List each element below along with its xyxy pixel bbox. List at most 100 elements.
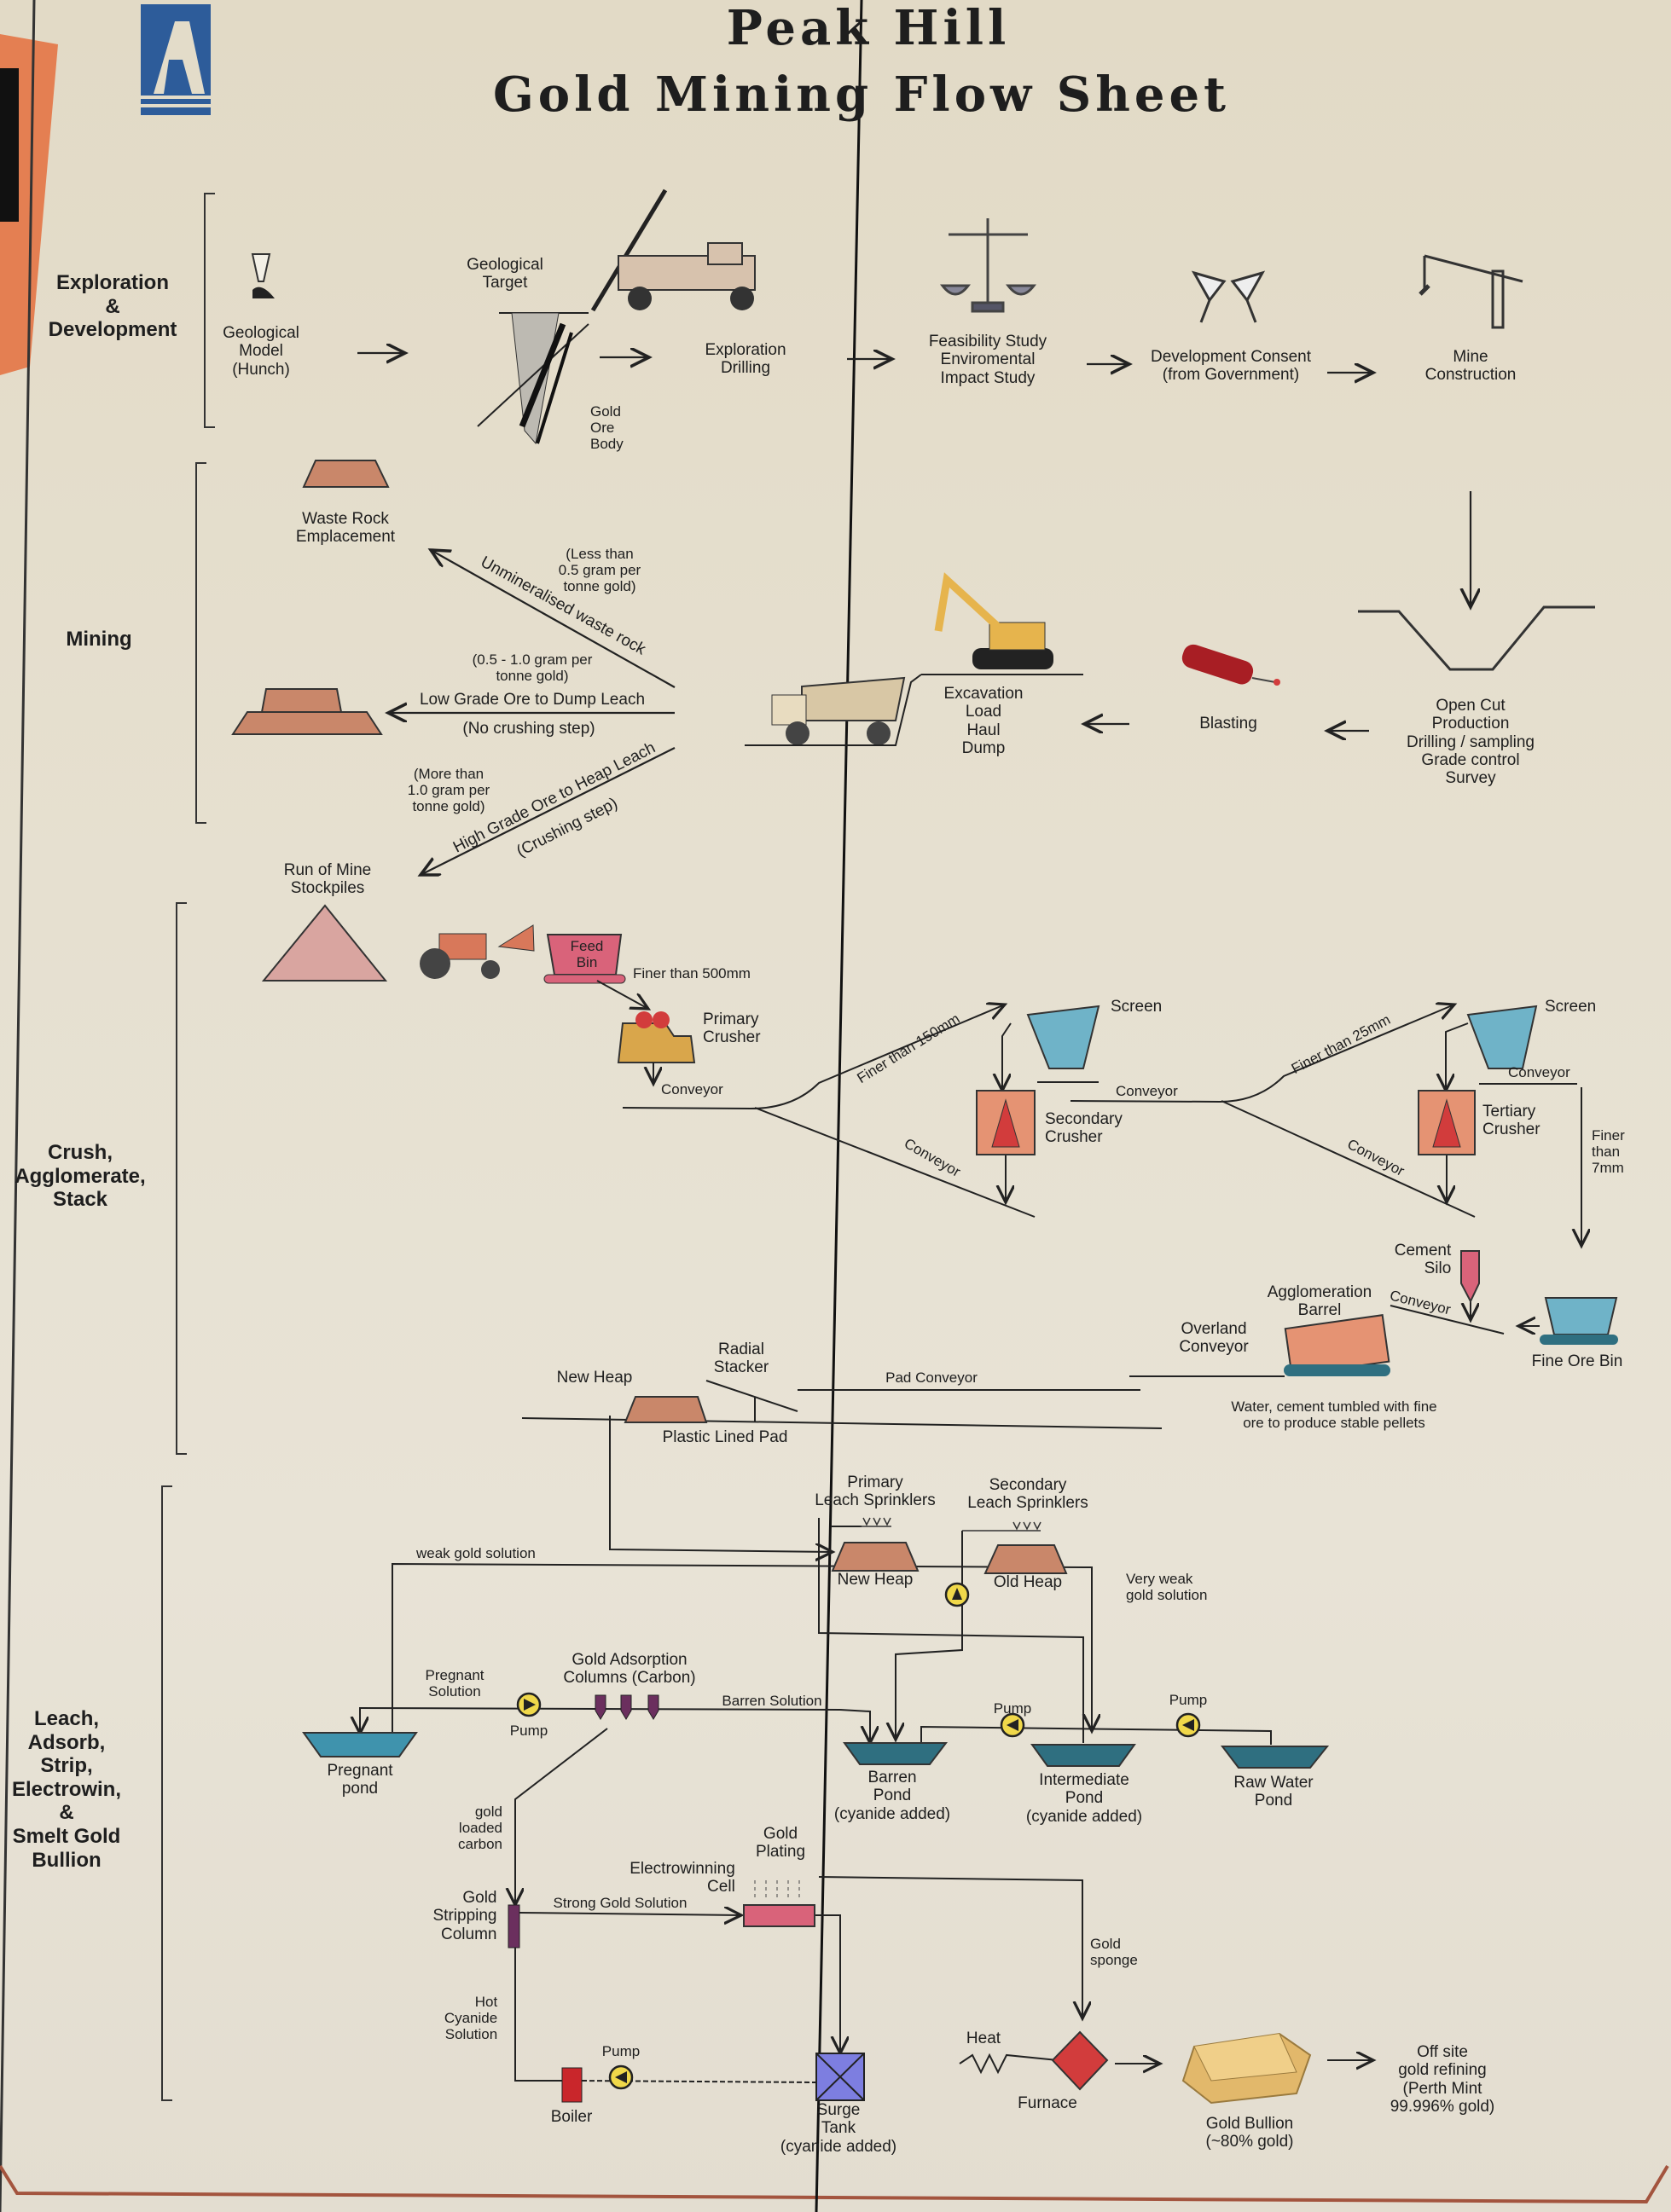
pregnant-pond-label: Pregnant pond xyxy=(327,1762,393,1798)
gold-plating-label: Gold Plating xyxy=(755,1825,806,1862)
pump-label: Pump xyxy=(601,2043,641,2059)
raw-water-pond-label: Raw Water Pond xyxy=(1233,1774,1314,1810)
fine-ore-bin-icon xyxy=(1540,1297,1618,1345)
scales-icon xyxy=(939,218,1037,313)
excavation-label: Excavation Load Haul Dump xyxy=(943,685,1024,757)
screen-label: Screen xyxy=(1111,998,1163,1016)
development-consent-label: Development Consent (from Government) xyxy=(1151,348,1311,385)
new-heap-label: New Heap xyxy=(837,1571,914,1589)
furnace-label: Furnace xyxy=(1018,2094,1077,2112)
waste-rock-pile-icon xyxy=(302,460,390,488)
dynamite-icon xyxy=(1181,644,1280,686)
waste-rock-label: Waste Rock Emplacement xyxy=(295,510,396,547)
pump-icon xyxy=(944,1582,970,1607)
blasting-label: Blasting xyxy=(1199,715,1257,733)
fold-line xyxy=(815,0,863,2212)
secondary-crusher-label: Secondary Crusher xyxy=(1045,1110,1123,1147)
pump-label: Pump xyxy=(1169,1692,1208,1708)
sprinkler-icon xyxy=(860,1517,1041,1532)
secondary-crusher-icon xyxy=(976,1090,1036,1155)
feed-bin-icon xyxy=(543,934,626,984)
tertiary-crusher-icon xyxy=(1418,1090,1476,1155)
pump-icon xyxy=(1175,1712,1201,1738)
mine-construction-label: Mine Construction xyxy=(1424,348,1517,385)
screen-icon xyxy=(1466,1005,1538,1069)
adsorption-columns-icon xyxy=(595,1694,659,1720)
section-mining: Mining xyxy=(66,628,132,651)
electrowinning-cell-label: Electrowinning Cell xyxy=(630,1860,735,1896)
low-grade-grams-label: (0.5 - 1.0 gram per tonne gold) xyxy=(472,651,593,685)
feasibility-study-label: Feasibility Study Enviromental Impact St… xyxy=(928,333,1047,387)
open-cut-label: Open Cut Production Drilling / sampling … xyxy=(1407,697,1535,788)
weak-gold-solution-label: weak gold solution xyxy=(416,1545,536,1561)
low-grade-ore-label: Low Grade Ore to Dump Leach xyxy=(419,691,646,709)
mining-arrows xyxy=(388,491,1471,875)
section-crush: Crush, Agglomerate, Stack xyxy=(15,1141,146,1212)
section-exploration: Exploration & Development xyxy=(48,271,177,342)
conveyor-label: Conveyor xyxy=(661,1081,723,1097)
excavator-icon xyxy=(921,572,1083,675)
tertiary-crusher-label: Tertiary Crusher xyxy=(1482,1103,1540,1139)
less-than-grade-label: (Less than 0.5 gram per tonne gold) xyxy=(558,546,641,595)
intermediate-pond-label: Intermediate Pond (cyanide added) xyxy=(1025,1771,1143,1826)
new-heap-pile-icon xyxy=(624,1396,708,1423)
stripping-column-label: Gold Stripping Column xyxy=(432,1889,497,1943)
very-weak-solution-label: Very weak gold solution xyxy=(1126,1571,1208,1604)
exploration-arrows xyxy=(357,353,1373,373)
finer-7-label: Finer than 7mm xyxy=(1592,1127,1625,1177)
pump-icon xyxy=(516,1692,542,1717)
run-of-mine-label: Run of Mine Stockpiles xyxy=(283,861,372,898)
pump-icon xyxy=(608,2064,634,2090)
heat-label: Heat xyxy=(966,2030,1001,2047)
heap-pile-icon xyxy=(983,1544,1068,1574)
boiler-label: Boiler xyxy=(550,2108,593,2126)
poster-title-line2: Gold Mining Flow Sheet xyxy=(492,67,1231,123)
crane-icon xyxy=(1419,254,1523,329)
pump-icon xyxy=(1000,1712,1025,1738)
water-cement-label: Water, cement tumbled with fine ore to p… xyxy=(1231,1398,1437,1432)
champagne-glasses-icon xyxy=(1191,270,1266,323)
secondary-sprinklers-label: Secondary Leach Sprinklers xyxy=(967,1476,1088,1513)
gold-loaded-carbon-label: gold loaded carbon xyxy=(458,1804,502,1853)
geological-target-label: Geological Target xyxy=(467,256,543,292)
front-loader-icon xyxy=(420,924,535,979)
stockpile-icon xyxy=(261,904,388,982)
pregnant-solution-label: Pregnant Solution xyxy=(425,1667,484,1700)
electrowinning-cell-icon xyxy=(743,1880,815,1927)
pump-label: Pump xyxy=(509,1723,548,1739)
open-pit-icon xyxy=(1358,605,1595,671)
pad-conveyor-label: Pad Conveyor xyxy=(885,1369,978,1386)
company-logo xyxy=(141,4,211,115)
low-grade-pile-icon xyxy=(231,688,383,735)
conveyor-label: Conveyor xyxy=(1508,1064,1570,1080)
heap-pile-icon xyxy=(831,1542,920,1572)
gold-sponge-label: Gold sponge xyxy=(1090,1936,1138,1969)
boiler-icon xyxy=(561,2067,583,2103)
furnace-icon xyxy=(1051,2030,1109,2091)
stripping-column-icon xyxy=(508,1904,520,1949)
plastic-lined-pad-label: Plastic Lined Pad xyxy=(662,1428,788,1446)
haul-truck-icon xyxy=(745,674,922,746)
barren-pond-label: Barren Pond (cyanide added) xyxy=(833,1769,951,1823)
feed-bin-label: Feed Bin xyxy=(570,938,604,971)
adsorption-columns-label: Gold Adsorption Columns (Carbon) xyxy=(563,1651,696,1688)
off-site-refining-label: Off site gold refining (Perth Mint 99.99… xyxy=(1390,2043,1495,2116)
old-heap-label: Old Heap xyxy=(993,1573,1063,1591)
conveyor-label: Conveyor xyxy=(1116,1083,1178,1099)
primary-crusher-label: Primary Crusher xyxy=(703,1010,761,1047)
agglomeration-barrel-label: Agglomeration Barrel xyxy=(1267,1283,1372,1320)
pond-icon xyxy=(843,1742,949,1765)
fine-ore-bin-label: Fine Ore Bin xyxy=(1531,1352,1623,1370)
poster-title-line1: Peak Hill xyxy=(726,0,1011,56)
cement-silo-icon xyxy=(1460,1250,1480,1304)
cement-silo-label: Cement Silo xyxy=(1394,1242,1452,1278)
lightbulb-icon xyxy=(251,253,275,298)
finer-500-label: Finer than 500mm xyxy=(633,965,751,982)
new-heap-label: New Heap xyxy=(556,1369,633,1387)
barren-solution-label: Barren Solution xyxy=(722,1693,822,1709)
radial-stacker-label: Radial Stacker xyxy=(713,1341,769,1377)
primary-crusher-icon xyxy=(617,1011,696,1063)
pond-icon xyxy=(302,1732,418,1757)
